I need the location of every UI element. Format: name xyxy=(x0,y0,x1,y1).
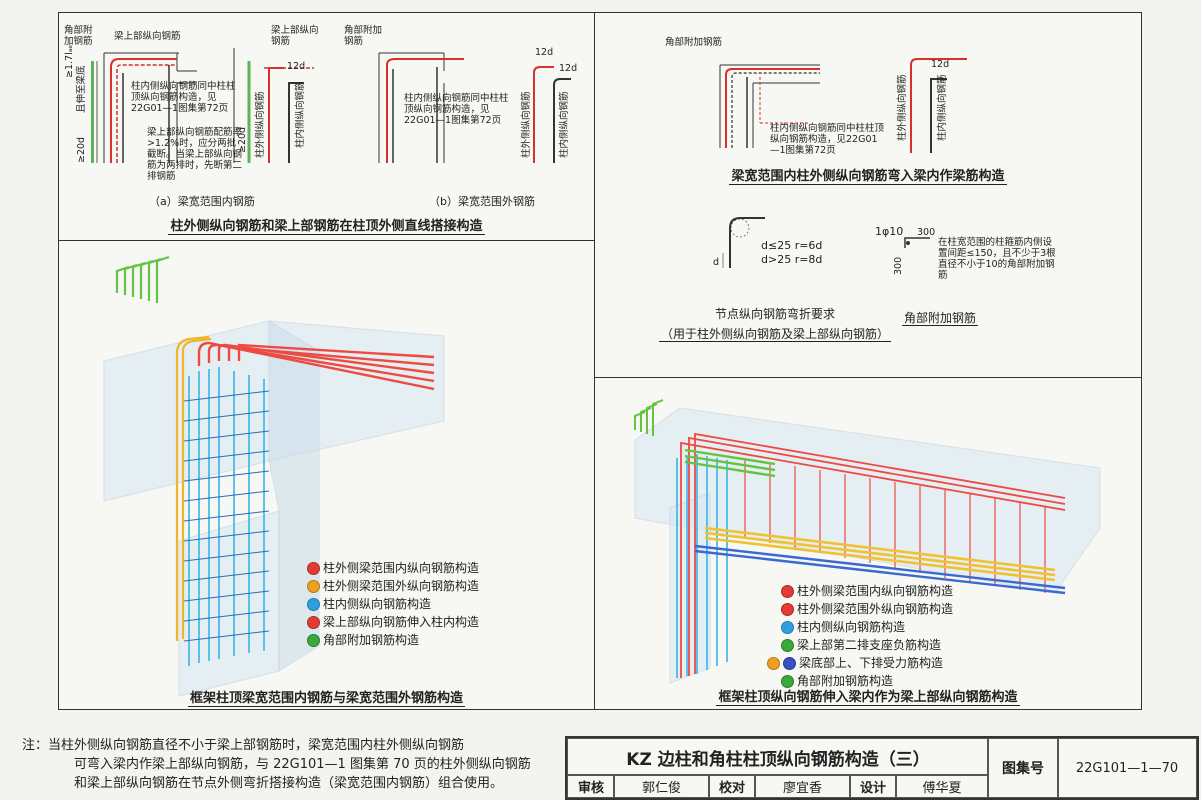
label-col-outer-b: 柱外侧纵向钢筋 xyxy=(255,91,266,158)
lap-diagram-a xyxy=(91,48,571,163)
footnote-line-1: 注：当柱外侧纵向钢筋直径不小于梁上部钢筋时，梁宽范围内柱外侧纵向钢筋 xyxy=(22,738,465,753)
designer-name: 傅华夏 xyxy=(895,774,989,798)
checker-name: 廖宜香 xyxy=(754,774,851,798)
corner-300b: 300 xyxy=(893,256,904,275)
legend-r-dot-6 xyxy=(781,674,794,688)
footnote-line-3: 和梁上部纵向钢筋在节点外侧弯折搭接构造（梁宽范围内钢筋）组合使用。 xyxy=(74,776,504,791)
panel-column-top-lap: 角部附加钢筋 梁上部纵向钢筋 ≥1.7lₐₑ 且伸至梁底 ≥20d 柱内侧纵向钢… xyxy=(58,12,595,241)
legend-r-dot-5b xyxy=(783,656,796,670)
legend-dot-2 xyxy=(307,579,320,593)
caption-bottom-left: 框架柱顶梁宽范围内钢筋与梁宽范围外钢筋构造 xyxy=(187,691,465,707)
footnote: 注：当柱外侧纵向钢筋直径不小于梁上部钢筋时，梁宽范围内柱外侧纵向钢筋 可弯入梁内… xyxy=(22,736,531,793)
caption-top-left: 柱外侧纵向钢筋和梁上部钢筋在柱顶外侧直线搭接构造 xyxy=(168,219,485,235)
legend-r-item-2: 柱外侧梁范围外纵向钢筋构造 xyxy=(781,600,953,618)
footnote-line-2: 可弯入梁内作梁上部纵向钢筋，与 22G101—1 图集第 70 页的柱外侧纵向钢… xyxy=(74,757,531,772)
sub-caption-a: （a）梁宽范围内钢筋 xyxy=(149,195,255,208)
title-block: KZ 边柱和角柱柱顶纵向钢筋构造（三） 图集号 22G101—1—70 审核 郭… xyxy=(565,736,1199,800)
render-3d-bent-into-beam xyxy=(634,399,1101,684)
legend-item-5: 角部附加钢筋构造 xyxy=(307,631,479,649)
legend-item-2: 柱外侧梁范围外纵向钢筋构造 xyxy=(307,577,479,595)
legend-r-dot-5a xyxy=(767,656,780,670)
legend-bottom-right: 柱外侧梁范围内纵向钢筋构造 柱外侧梁范围外纵向钢筋构造 柱内侧纵向钢筋构造 梁上… xyxy=(767,582,953,690)
legend-r-item-4: 梁上部第二排支座负筋构造 xyxy=(781,636,953,654)
label-col-inner: 柱内侧纵向钢筋 xyxy=(937,74,948,141)
caption-bottom-right: 框架柱顶纵向钢筋伸入梁内作为梁上部纵向钢筋构造 xyxy=(716,690,1020,706)
dim-1-7lae: ≥1.7lₐₑ xyxy=(64,44,75,78)
caption-corner: 角部附加钢筋 xyxy=(901,311,978,326)
legend-bottom-left: 柱外侧梁范围内纵向钢筋构造 柱外侧梁范围外纵向钢筋构造 柱内侧纵向钢筋构造 梁上… xyxy=(307,559,479,649)
label-col-outer: 柱外侧纵向钢筋 xyxy=(897,74,908,141)
sub-caption-b: （b）梁宽范围外钢筋 xyxy=(429,195,535,208)
label-col-outer-b2: 柱外侧纵向钢筋 xyxy=(521,91,532,158)
caption-bend-sub: （用于柱外侧纵向钢筋及梁上部纵向钢筋） xyxy=(658,327,891,342)
label-corner-rebar-b: 角部附加钢筋 xyxy=(344,25,383,47)
legend-r-item-6: 角部附加钢筋构造 xyxy=(781,672,953,690)
legend-r-item-3: 柱内侧纵向钢筋构造 xyxy=(781,618,953,636)
label-corner-rebar: 角部附加钢筋 xyxy=(665,37,723,48)
legend-dot-5 xyxy=(307,633,320,647)
label-inner-note-a: 柱内侧纵向钢筋同中柱柱顶纵向钢筋构造，见22G01—1图集第72页 xyxy=(131,81,236,114)
legend-r-dot-2 xyxy=(781,602,794,616)
dim-12d-d: 12d xyxy=(559,63,578,74)
dim-20d-b: ≥20d xyxy=(237,126,248,153)
legend-r-dot-3 xyxy=(781,620,794,634)
dim-12d-b: 12d xyxy=(287,61,306,72)
label-corner-rebar-a: 角部附加钢筋 xyxy=(64,25,93,47)
legend-r-item-5: 梁底部上、下排受力筋构造 xyxy=(767,654,953,672)
bend-d: d xyxy=(713,257,720,268)
dim-20d-a: ≥20d xyxy=(76,136,87,163)
label-beam-top-rebar-b: 梁上部纵向钢筋 xyxy=(271,25,319,47)
legend-item-3: 柱内侧纵向钢筋构造 xyxy=(307,595,479,613)
legend-item-4: 梁上部纵向钢筋伸入柱内构造 xyxy=(307,613,479,631)
dim-12d-c: 12d xyxy=(535,47,554,58)
legend-dot-4 xyxy=(307,615,320,629)
atlas-label: 图集号 xyxy=(987,738,1059,798)
render-3d-column-beam-range xyxy=(103,255,445,697)
legend-item-1: 柱外侧梁范围内纵向钢筋构造 xyxy=(307,559,479,577)
label-ratio-note: 梁上部纵向钢筋配筋率>1.2%时，应分两批截断。当梁上部纵向钢筋为两排时，先断第… xyxy=(147,127,243,182)
check-label: 校对 xyxy=(708,774,756,798)
corner-300a: 300 xyxy=(917,227,936,238)
legend-r-dot-1 xyxy=(781,584,794,598)
corner-note: 在柱宽范围的柱箍筋内侧设置间距≤150，且不少于3根直径不小于10的角部附加钢筋 xyxy=(938,237,1056,281)
legend-dot-3 xyxy=(307,597,320,611)
panel-3d-column-beam-range: 柱外侧梁范围内纵向钢筋构造 柱外侧梁范围外纵向钢筋构造 柱内侧纵向钢筋构造 梁上… xyxy=(58,240,595,710)
legend-r-item-1: 柱外侧梁范围内纵向钢筋构造 xyxy=(781,582,953,600)
dim-12d: 12d xyxy=(931,59,950,70)
dim-1-7lae-note: 且伸至梁底 xyxy=(76,65,87,113)
legend-r-dot-4 xyxy=(781,638,794,652)
bend-rule-1: d≤25 r=6d xyxy=(761,239,823,252)
label-col-inner-b2: 柱内侧纵向钢筋 xyxy=(559,91,570,158)
reviewer-name: 郭仁俊 xyxy=(613,774,710,798)
caption-top-right: 梁宽范围内柱外侧纵向钢筋弯入梁内作梁筋构造 xyxy=(729,169,1007,185)
bend-rule-2: d>25 r=8d xyxy=(761,253,823,266)
panel-3d-bent-into-beam: 柱外侧梁范围内纵向钢筋构造 柱外侧梁范围外纵向钢筋构造 柱内侧纵向钢筋构造 梁上… xyxy=(594,377,1142,710)
corner-bar-spec: 1φ10 xyxy=(875,225,904,238)
panel-beam-bend: 角部附加钢筋 柱内侧纵向钢筋同中柱柱顶纵向钢筋构造，见22G01—1图集第72页… xyxy=(594,12,1142,378)
beam-bend-diagram xyxy=(719,58,967,268)
legend-dot-1 xyxy=(307,561,320,575)
design-label: 设计 xyxy=(849,774,897,798)
title-block-title: KZ 边柱和角柱柱顶纵向钢筋构造（三） xyxy=(567,738,989,776)
label-inner-note: 柱内侧纵向钢筋同中柱柱顶纵向钢筋构造，见22G01—1图集第72页 xyxy=(770,123,885,156)
caption-bend: 节点纵向钢筋弯折要求 xyxy=(714,307,835,321)
label-col-inner-b: 柱内侧纵向钢筋 xyxy=(295,81,306,148)
label-inner-note-b: 柱内侧纵向钢筋同中柱柱顶纵向钢筋构造，见22G01—1图集第72页 xyxy=(404,93,509,126)
atlas-number: 22G101—1—70 xyxy=(1057,738,1197,798)
label-beam-top-rebar: 梁上部纵向钢筋 xyxy=(114,31,181,42)
review-label: 审核 xyxy=(567,774,615,798)
